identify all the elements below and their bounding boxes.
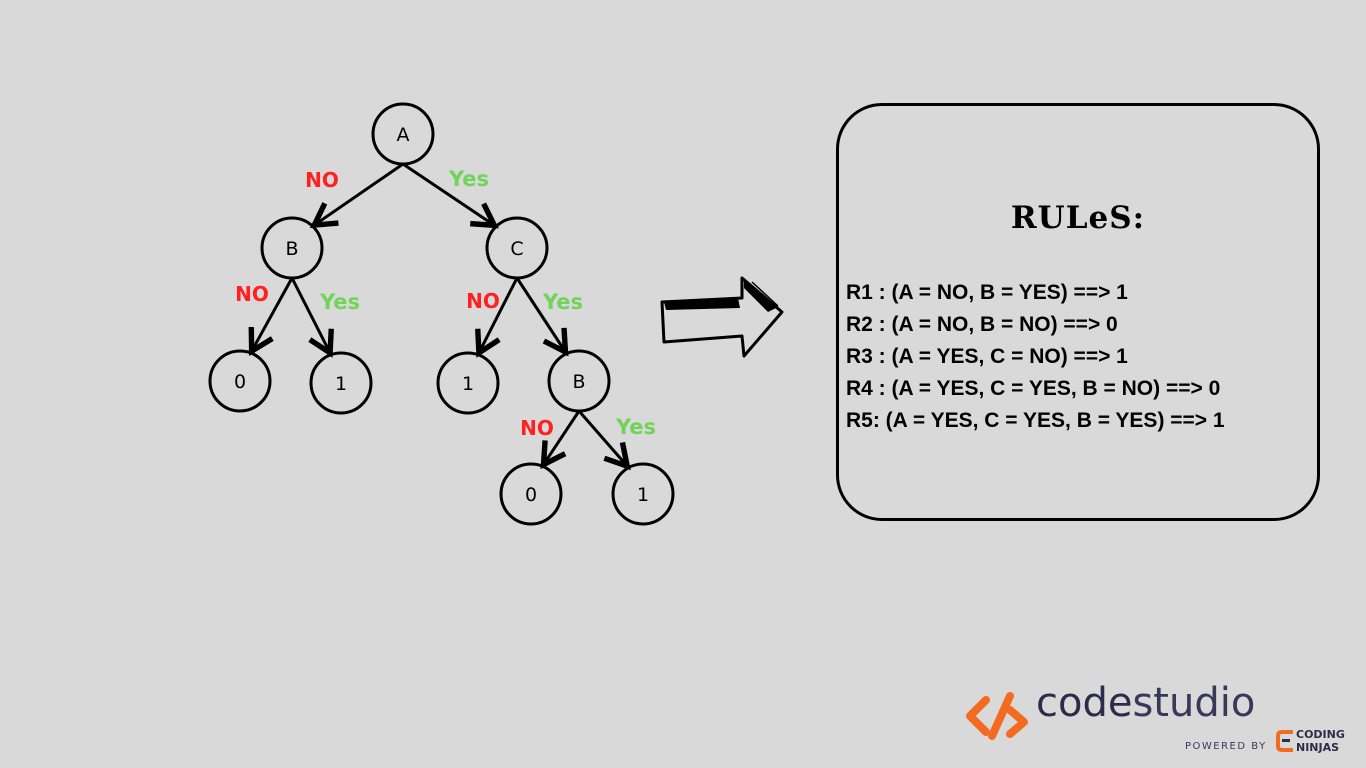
edge-label-no: NO <box>520 416 554 440</box>
codestudio-mark-icon <box>966 692 1028 740</box>
edge-label-no: NO <box>466 289 500 313</box>
tree-node-root <box>371 102 435 166</box>
tree-node-leaf1 <box>208 349 272 413</box>
tree-node-label: 1 <box>637 484 649 506</box>
right-arrow-icon <box>660 276 784 358</box>
powered-by-label: POWERED BY <box>1185 741 1267 752</box>
rule-item: R2 : (A = NO, B = NO) ==> 0 <box>846 313 1118 336</box>
tree-node-label: 0 <box>234 371 246 393</box>
tree-node-label: A <box>397 124 410 146</box>
edge-label-yes: Yes <box>448 167 489 191</box>
tree-node-label: 1 <box>462 373 474 395</box>
cn-line2: NINJAS <box>1296 741 1340 754</box>
edge-label-yes: Yes <box>542 290 583 314</box>
coding-ninjas-text: CODING NINJAS <box>1296 728 1345 754</box>
cn-line1: CODING <box>1296 728 1345 741</box>
rule-item: R5: (A = YES, C = YES, B = YES) ==> 1 <box>846 409 1225 432</box>
edge-label-no: NO <box>305 168 339 192</box>
logo-word-code: code <box>1036 680 1133 726</box>
rule-item: R4 : (A = YES, C = YES, B = NO) ==> 0 <box>846 377 1221 400</box>
rule-item: R3 : (A = YES, C = NO) ==> 1 <box>846 345 1128 368</box>
rules-list: R1 : (A = NO, B = YES) ==> 1 R2 : (A = N… <box>846 277 1225 437</box>
tree-node-leaf3 <box>436 351 500 415</box>
logo-word-studio: studio <box>1132 680 1256 726</box>
tree-edge <box>475 277 519 358</box>
tree-node-b1 <box>260 216 324 280</box>
rule-item: R1 : (A = NO, B = YES) ==> 1 <box>846 281 1128 304</box>
rules-panel: RULeS: R1 : (A = NO, B = YES) ==> 1 R2 :… <box>836 103 1320 521</box>
tree-edge <box>248 277 294 356</box>
rules-title: RULeS: <box>1010 200 1146 236</box>
tree-node-label: 1 <box>335 373 347 395</box>
tree-edge <box>290 277 334 358</box>
codestudio-logo: codestudio POWERED BY CODING NINJAS <box>964 680 1364 760</box>
tree-node-leaf2 <box>309 351 373 415</box>
tree-node-label: C <box>510 238 523 260</box>
tree-node-c1 <box>485 216 549 280</box>
tree-node-label: 0 <box>525 484 537 506</box>
tree-edge <box>402 162 499 229</box>
tree-edge <box>309 162 404 229</box>
logo-wordmark: codestudio <box>1036 680 1255 726</box>
tree-node-leaf4 <box>499 462 563 526</box>
tree-node-label: B <box>285 238 298 260</box>
tree-edge <box>577 410 631 471</box>
tree-node-leaf5 <box>611 462 675 526</box>
tree-node-label: B <box>572 371 585 393</box>
tree-edge <box>515 277 569 357</box>
tree-node-b2 <box>547 349 611 413</box>
edge-label-yes: Yes <box>615 415 656 439</box>
edge-label-no: NO <box>235 282 269 306</box>
edge-label-yes: Yes <box>319 290 360 314</box>
coding-ninjas-icon <box>1276 730 1293 752</box>
tree-edge <box>540 410 581 470</box>
